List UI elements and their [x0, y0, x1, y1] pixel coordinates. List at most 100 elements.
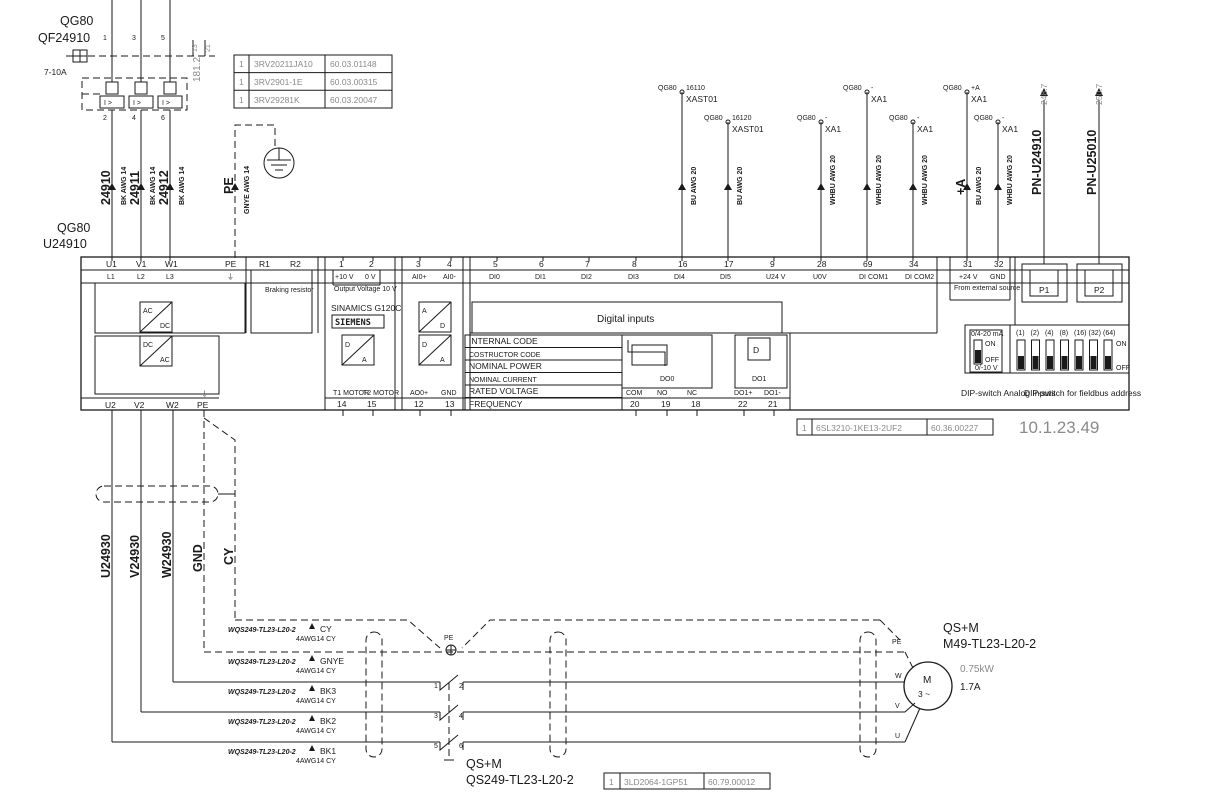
drive-ref: 10.1.23.49	[1019, 418, 1099, 437]
svg-text:1: 1	[802, 423, 807, 433]
motor[interactable]: M 3 ~ W V U QS+M M49-TL23-L20-2 0.75kW 1…	[895, 621, 1036, 743]
svg-text:W: W	[895, 673, 902, 680]
cable-spec: 4AWG14 CY	[296, 758, 336, 765]
dip-bit-label: (1)	[1016, 330, 1025, 337]
dip-switch[interactable]	[1074, 339, 1084, 371]
terminal-name: +10 V	[335, 274, 354, 281]
terminal-number: 1	[339, 259, 344, 269]
svg-text:0/-10 V: 0/-10 V	[975, 365, 998, 372]
svg-text:A: A	[422, 308, 427, 315]
terminal-name: DI5	[720, 274, 731, 281]
svg-text:4: 4	[459, 713, 463, 720]
terminal-name: AI0+	[412, 274, 427, 281]
svg-text:PN-U25010: PN-U25010	[1085, 130, 1099, 195]
svg-text:60.03.01148: 60.03.01148	[330, 59, 377, 69]
terminal-name: DI COM1	[859, 274, 888, 281]
signal-xa: XA1	[871, 94, 887, 104]
svg-text:V24930: V24930	[128, 535, 142, 578]
svg-text:L1: L1	[107, 274, 115, 281]
circuit-breaker[interactable]: QG80 QF24910 7-10A 1 3 5 13 21 I > I > I…	[38, 0, 215, 122]
terminal-number: 5	[493, 259, 498, 269]
svg-text:1: 1	[103, 35, 107, 42]
cable-id: WQS249-TL23-L20-2	[228, 627, 296, 634]
terminal-number: V2	[134, 400, 145, 410]
signal-wire: BU AWG 20	[976, 167, 983, 205]
load-switch[interactable]: 1 2 3 4 5 6 QS+M QS249-TL23-L20-2 1 3LD2…	[434, 674, 771, 790]
signal-wire: WHBU AWG 20	[876, 155, 883, 205]
cable-id: WQS249-TL23-L20-2	[228, 659, 296, 666]
svg-text:1: 1	[239, 95, 244, 105]
signal-id: +A	[971, 85, 980, 92]
svg-text:NOMINAL CURRENT: NOMINAL CURRENT	[469, 377, 538, 384]
cable-color: BK2	[320, 716, 336, 726]
signal-xa: XAST01	[732, 124, 764, 134]
dip-bit-label: (2)	[1031, 330, 1040, 337]
digital-inputs-label: Digital inputs	[597, 314, 654, 325]
svg-text:3RV29281K: 3RV29281K	[254, 95, 300, 105]
svg-text:P1: P1	[1039, 285, 1050, 295]
svg-text:V: V	[895, 703, 900, 710]
terminal-number: 15	[367, 399, 377, 409]
signal-source: QG80	[889, 115, 908, 122]
svg-text:4: 4	[132, 115, 136, 122]
svg-text:250.7: 250.7	[1094, 83, 1104, 105]
switch-id: QS249-TL23-L20-2	[466, 773, 574, 787]
svg-text:M: M	[923, 675, 931, 686]
svg-text:DC: DC	[160, 323, 170, 330]
terminal-name: DI1	[535, 274, 546, 281]
drive-part-table: 1 6SL3210-1KE13-2UF2 60.36.00227	[796, 418, 994, 436]
frequency-drive[interactable]: QG80 U24910 U1 L1 V1 L2 W1 L3 PE ⏚ R1 R2	[43, 221, 1141, 437]
dip-switch[interactable]	[1045, 339, 1055, 371]
dip-switch[interactable]	[1089, 339, 1098, 371]
cable-id: WQS249-TL23-L20-2	[228, 689, 296, 696]
terminal-name: 0 V	[365, 274, 376, 281]
svg-text:PN-U24910: PN-U24910	[1030, 130, 1044, 195]
breaker-range: 7-10A	[44, 67, 67, 77]
svg-text:V1: V1	[136, 259, 147, 269]
motor-current: 1.7A	[960, 682, 981, 693]
svg-text:3RV20211JA10: 3RV20211JA10	[254, 59, 313, 69]
svg-text:60.03.00315: 60.03.00315	[330, 77, 378, 87]
signal-source: QG80	[943, 85, 962, 92]
svg-text:AC: AC	[143, 308, 153, 315]
cable-spec: 4AWG14 CY	[296, 728, 336, 735]
svg-text:1: 1	[609, 777, 614, 787]
svg-text:60.36.00227: 60.36.00227	[931, 423, 979, 433]
cable-id: WQS249-TL23-L20-2	[228, 749, 296, 756]
svg-text:ON: ON	[985, 341, 996, 348]
dip-switch[interactable]	[1031, 339, 1040, 371]
svg-text:6: 6	[161, 115, 165, 122]
motor-tag: QS+M	[943, 621, 979, 635]
signal-source: QG80	[797, 115, 816, 122]
drive-tag: QG80	[57, 221, 90, 235]
svg-text:5: 5	[161, 35, 165, 42]
svg-text:R2: R2	[290, 259, 301, 269]
signal-wire: BU AWG 20	[691, 167, 698, 205]
signal-label: +A	[954, 179, 968, 195]
terminal-number: 4	[447, 259, 452, 269]
terminal-number: 32	[994, 259, 1004, 269]
svg-text:1: 1	[239, 59, 244, 69]
svg-text:24912: 24912	[157, 170, 171, 205]
terminal-name: GND	[990, 274, 1006, 281]
svg-text:3LD2064-1GP51: 3LD2064-1GP51	[624, 777, 688, 787]
dip-switch[interactable]	[1103, 339, 1113, 371]
dip-switch-panel[interactable]: 0/4-20 mA ON OFF 0/-10 V (1)(2)(4)(8)(16…	[961, 324, 1141, 398]
terminal-name: NC	[687, 390, 697, 397]
svg-text:RATED VOLTAGE: RATED VOLTAGE	[469, 386, 539, 396]
fieldbus-dip-switches[interactable]: (1)(2)(4)(8)(16)(32)(64)	[1016, 330, 1115, 371]
terminal-name: COM	[626, 390, 643, 397]
svg-text:PE: PE	[444, 635, 454, 642]
dip-bit-label: (8)	[1060, 330, 1069, 337]
terminal-name: AO0+	[410, 390, 428, 397]
svg-text:PE: PE	[892, 639, 902, 646]
terminal-number: W2	[166, 400, 179, 410]
svg-text:A: A	[362, 357, 367, 364]
breaker-ref: 181.2	[192, 57, 203, 82]
terminal-number: 19	[661, 399, 671, 409]
dip-switch[interactable]	[1016, 339, 1026, 371]
svg-text:D: D	[753, 345, 759, 355]
dip-switch[interactable]	[1060, 339, 1069, 371]
